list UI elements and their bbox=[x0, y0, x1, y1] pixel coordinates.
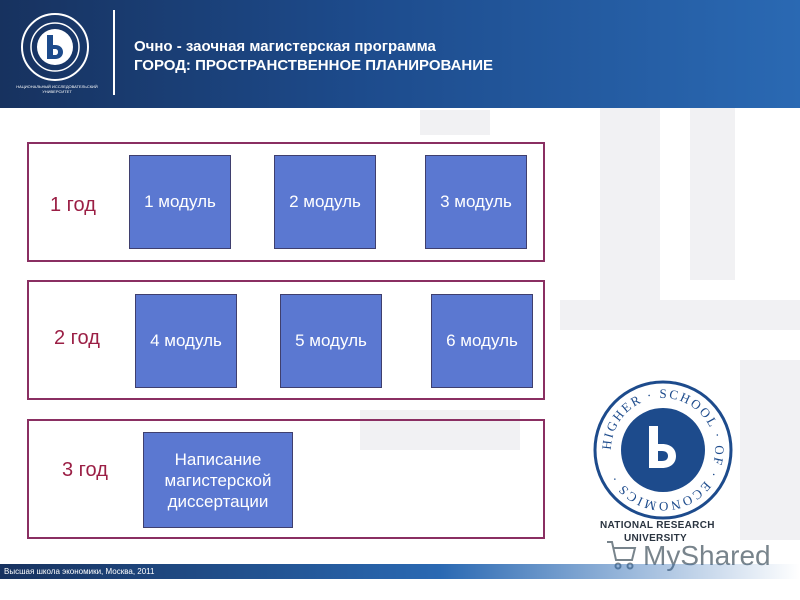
module-4: 4 модуль bbox=[135, 294, 237, 388]
header-bar: НАЦИОНАЛЬНЫЙ ИССЛЕДОВАТЕЛЬСКИЙ УНИВЕРСИТ… bbox=[0, 0, 800, 108]
year-2-band bbox=[27, 280, 545, 400]
module-5: 5 модуль bbox=[280, 294, 382, 388]
module-1: 1 модуль bbox=[129, 155, 231, 249]
hse-seal-icon: HIGHER · SCHOOL · OF · ECONOMICS · bbox=[593, 380, 733, 520]
year-1-label: 1 год bbox=[50, 194, 96, 216]
hse-logo-icon bbox=[21, 13, 89, 81]
university-name: NATIONAL RESEARCH UNIVERSITY bbox=[600, 519, 715, 545]
year-2-label: 2 год bbox=[54, 327, 100, 349]
thesis-line-3: диссертации bbox=[167, 491, 269, 511]
header-divider bbox=[113, 10, 115, 95]
thesis-line-2: магистерской bbox=[164, 470, 272, 490]
thesis-line-1: Написание bbox=[174, 449, 262, 469]
title-line-1: Очно - заочная магистерская программа bbox=[134, 38, 436, 55]
footer-bar bbox=[0, 564, 800, 579]
thesis-box: Написание магистерской диссертации bbox=[143, 432, 293, 528]
footer-text: Высшая школа экономики, Москва, 2011 bbox=[4, 567, 155, 576]
page-title: Очно - заочная магистерская программа ГО… bbox=[134, 37, 493, 75]
year-1-band bbox=[27, 142, 545, 262]
module-2: 2 модуль bbox=[274, 155, 376, 249]
header-university-name: НАЦИОНАЛЬНЫЙ ИССЛЕДОВАТЕЛЬСКИЙ УНИВЕРСИТ… bbox=[16, 84, 98, 94]
university-name-line-1: NATIONAL RESEARCH bbox=[600, 520, 715, 531]
year-3-band bbox=[27, 419, 545, 539]
module-6: 6 модуль bbox=[431, 294, 533, 388]
title-line-2: ГОРОД: ПРОСТРАНСТВЕННОЕ ПЛАНИРОВАНИЕ bbox=[134, 57, 494, 74]
university-name-line-2: UNIVERSITY bbox=[624, 533, 688, 544]
year-3-label: 3 год bbox=[62, 459, 108, 481]
module-3: 3 модуль bbox=[425, 155, 527, 249]
